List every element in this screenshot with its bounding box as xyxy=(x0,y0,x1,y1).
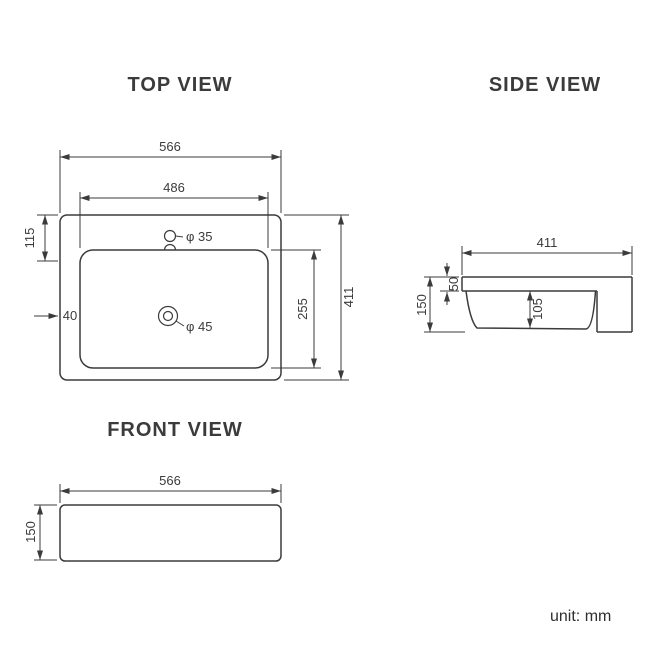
rim-offset-label: 40 xyxy=(63,308,77,323)
dim-faucet-hole: φ 35 xyxy=(175,229,213,244)
side-bowl-profile xyxy=(465,290,597,330)
top-view-title: TOP VIEW xyxy=(127,74,233,96)
top-depth-label: 411 xyxy=(341,287,356,308)
dim-front-width: 566 xyxy=(59,473,282,503)
dim-drain-hole: φ 45 xyxy=(175,319,213,334)
basin-width-label: 486 xyxy=(163,180,185,195)
dim-basin-depth: 255 xyxy=(271,249,321,369)
side-height-label: 150 xyxy=(414,294,429,316)
dim-top-depth: 411 xyxy=(284,214,356,381)
front-height-label: 150 xyxy=(23,521,38,543)
dim-front-height: 150 xyxy=(23,504,57,561)
rim-height-label: 50 xyxy=(446,277,461,291)
front-view-title: FRONT VIEW xyxy=(107,419,243,441)
dim-side-height: 150 xyxy=(414,277,465,333)
dim-bowl-depth: 105 xyxy=(527,291,545,328)
front-view-outline xyxy=(59,504,282,562)
overflow-notch xyxy=(163,243,177,251)
bowl-depth-label: 105 xyxy=(530,298,545,320)
basin-depth-label: 255 xyxy=(295,298,310,320)
drain-hole-outer xyxy=(157,305,179,327)
drain-leader-line xyxy=(175,320,185,327)
faucet-hole-label: φ 35 xyxy=(186,229,213,244)
side-view-title: SIDE VIEW xyxy=(488,74,602,96)
dim-rim-offset: 40 xyxy=(34,308,77,323)
drain-hole-inner xyxy=(162,310,174,322)
faucet-hole xyxy=(163,229,177,243)
top-view-basin-outline xyxy=(79,249,269,369)
top-width-label: 566 xyxy=(159,139,181,154)
faucet-leader-line xyxy=(175,235,184,238)
side-depth-label: 411 xyxy=(537,235,558,250)
top-view-drawing: φ 35 φ 45 566 486 115 xyxy=(22,139,356,381)
top-offset-label: 115 xyxy=(22,228,37,249)
dim-rim-height: 50 xyxy=(424,263,461,305)
unit-label: unit: mm xyxy=(550,608,612,625)
drain-hole-label: φ 45 xyxy=(186,319,213,334)
dim-side-depth: 411 xyxy=(461,235,633,275)
side-view-drawing: 411 50 150 105 xyxy=(414,235,633,333)
dim-basin-width: 486 xyxy=(79,180,269,248)
top-view-outer-outline xyxy=(59,214,282,381)
front-view-drawing: 566 150 xyxy=(23,473,282,562)
dim-top-width: 566 xyxy=(59,139,282,213)
dim-top-offset: 115 xyxy=(22,214,58,262)
front-width-label: 566 xyxy=(159,473,181,488)
